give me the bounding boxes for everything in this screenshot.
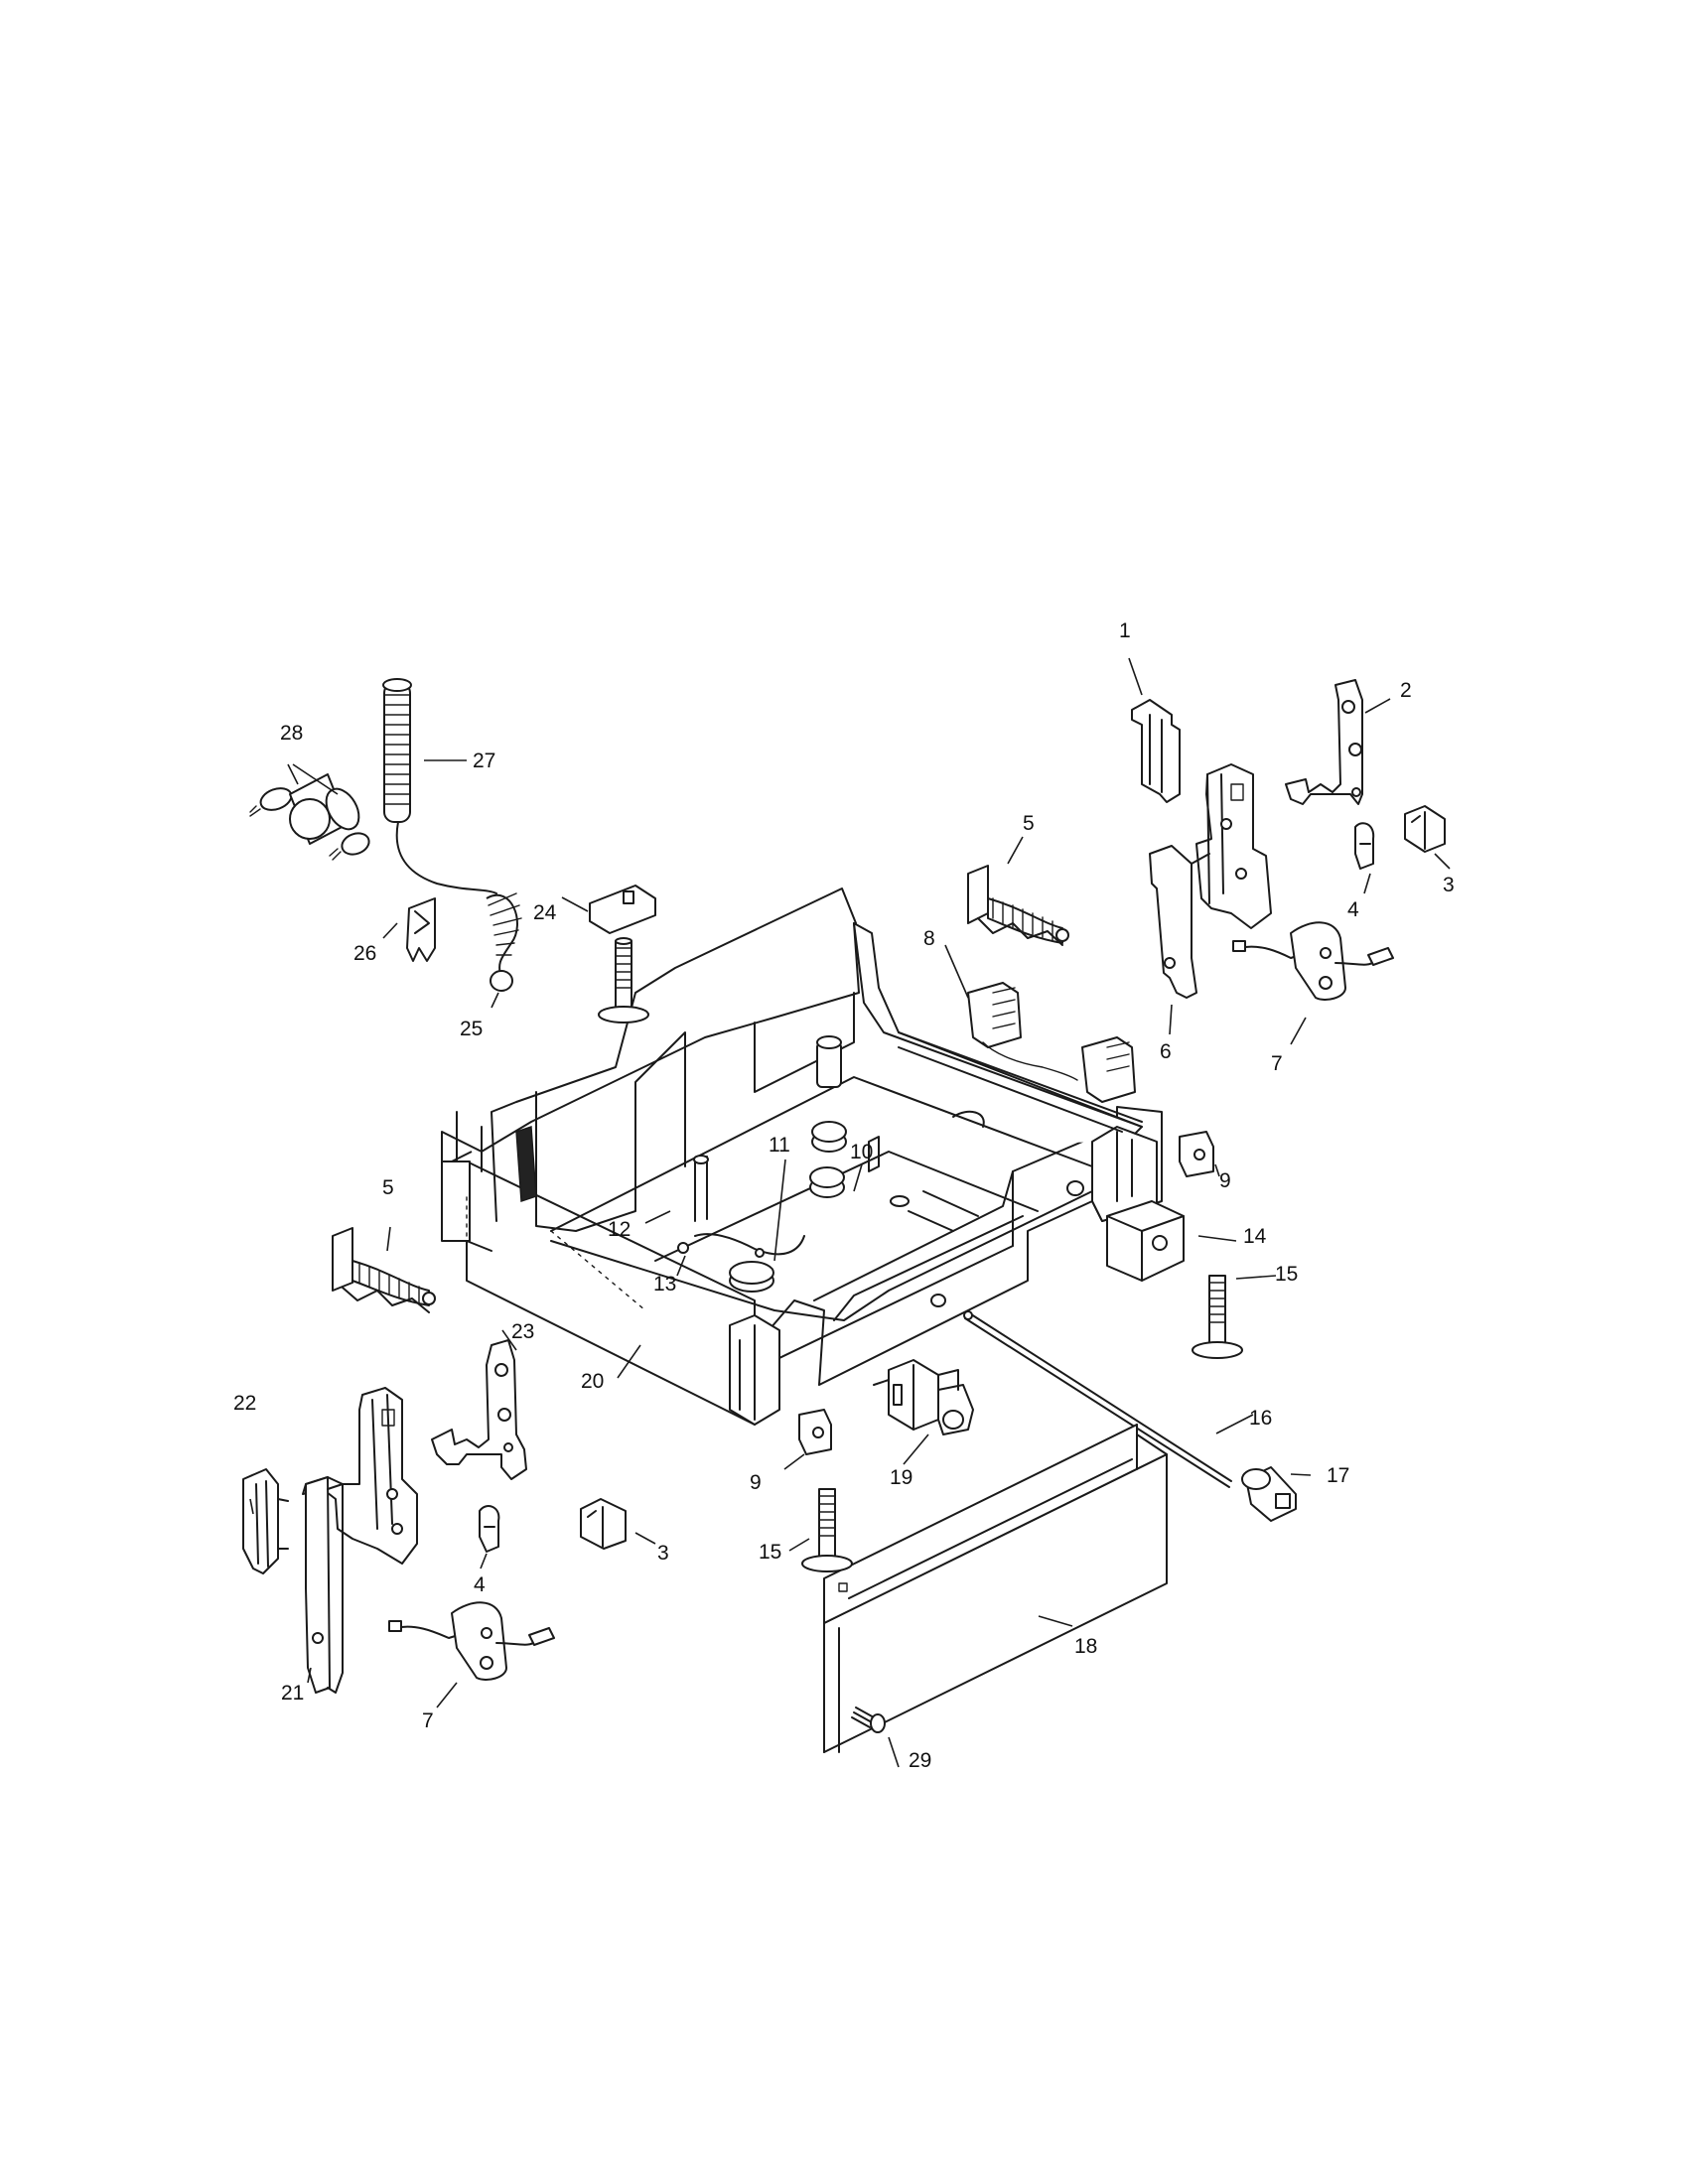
callout-13: 13 xyxy=(653,1273,676,1296)
callout-15: 15 xyxy=(1275,1263,1298,1286)
foot-17 xyxy=(1241,1466,1297,1522)
callout-9: 9 xyxy=(1219,1169,1231,1192)
leveling-leg-right xyxy=(1192,1275,1243,1359)
drain-hose xyxy=(382,678,522,992)
toe-panel-18 xyxy=(823,1424,1168,1753)
callout-27: 27 xyxy=(473,750,495,772)
door-switch-left xyxy=(388,1601,555,1681)
base-frame xyxy=(441,887,1163,1426)
callout-26: 26 xyxy=(353,942,376,965)
latch-cam-left xyxy=(479,1505,500,1553)
callout-14: 14 xyxy=(1243,1225,1267,1248)
wire-harness-connector xyxy=(967,982,1136,1103)
callout-7: 7 xyxy=(422,1709,434,1732)
leader-lines xyxy=(249,657,1451,1768)
callout-5: 5 xyxy=(1023,812,1035,835)
bracket-small-left xyxy=(798,1409,832,1455)
callout-3: 3 xyxy=(1443,874,1455,896)
hinge-bracket-left xyxy=(302,1387,418,1694)
callout-16: 16 xyxy=(1249,1407,1272,1430)
screw-29 xyxy=(851,1706,886,1733)
callout-1: 1 xyxy=(1119,619,1131,642)
callout-4: 4 xyxy=(1347,898,1359,921)
water-valve xyxy=(873,1359,974,1435)
rod-16 xyxy=(963,1310,1232,1488)
callout-19: 19 xyxy=(890,1466,912,1489)
hinge-bracket-right xyxy=(1149,763,1272,999)
callout-6: 6 xyxy=(1160,1040,1172,1063)
latch-cam-right xyxy=(1354,822,1375,870)
hinge-arm-left xyxy=(431,1339,527,1480)
leveling-leg-rear xyxy=(598,937,649,1024)
clip-block-left xyxy=(580,1498,627,1550)
callout-18: 18 xyxy=(1074,1635,1097,1658)
callout-21: 21 xyxy=(281,1682,304,1705)
callout-12: 12 xyxy=(608,1218,631,1241)
clip-block-right xyxy=(1404,805,1446,853)
callout-15: 15 xyxy=(759,1541,781,1564)
door-switch-right xyxy=(1232,921,1394,1001)
callout-2: 2 xyxy=(1400,679,1412,702)
hinge-cover-left xyxy=(242,1468,289,1574)
junction-box xyxy=(1106,1200,1185,1282)
callout-28: 28 xyxy=(280,722,303,745)
callout-4: 4 xyxy=(474,1573,486,1596)
callout-20: 20 xyxy=(581,1370,604,1393)
hinge-arm-right xyxy=(1285,679,1363,805)
callout-3: 3 xyxy=(657,1542,669,1565)
callout-5: 5 xyxy=(382,1176,394,1199)
leveling-leg-front xyxy=(801,1488,853,1572)
callout-8: 8 xyxy=(923,927,935,950)
callout-17: 17 xyxy=(1327,1464,1349,1487)
spring-left xyxy=(332,1227,436,1313)
callout-25: 25 xyxy=(460,1018,483,1040)
callout-24: 24 xyxy=(533,901,557,924)
callout-7: 7 xyxy=(1271,1052,1283,1075)
callout-22: 22 xyxy=(233,1392,256,1415)
callout-29: 29 xyxy=(909,1749,931,1772)
hose-clamp-set xyxy=(249,773,370,861)
callout-11: 11 xyxy=(769,1134,790,1157)
bracket-small-right xyxy=(1179,1131,1214,1177)
callout-23: 23 xyxy=(511,1320,534,1343)
hinge-cover-right xyxy=(1131,699,1181,803)
slide-block xyxy=(589,885,656,934)
callout-labels: 1 2 3 3 4 4 5 5 6 7 7 8 9 9 10 11 12 13 … xyxy=(233,619,1455,1772)
callout-10: 10 xyxy=(850,1141,873,1163)
callout-9: 9 xyxy=(750,1471,762,1494)
spring-right xyxy=(967,865,1069,946)
clip-part xyxy=(406,897,436,962)
